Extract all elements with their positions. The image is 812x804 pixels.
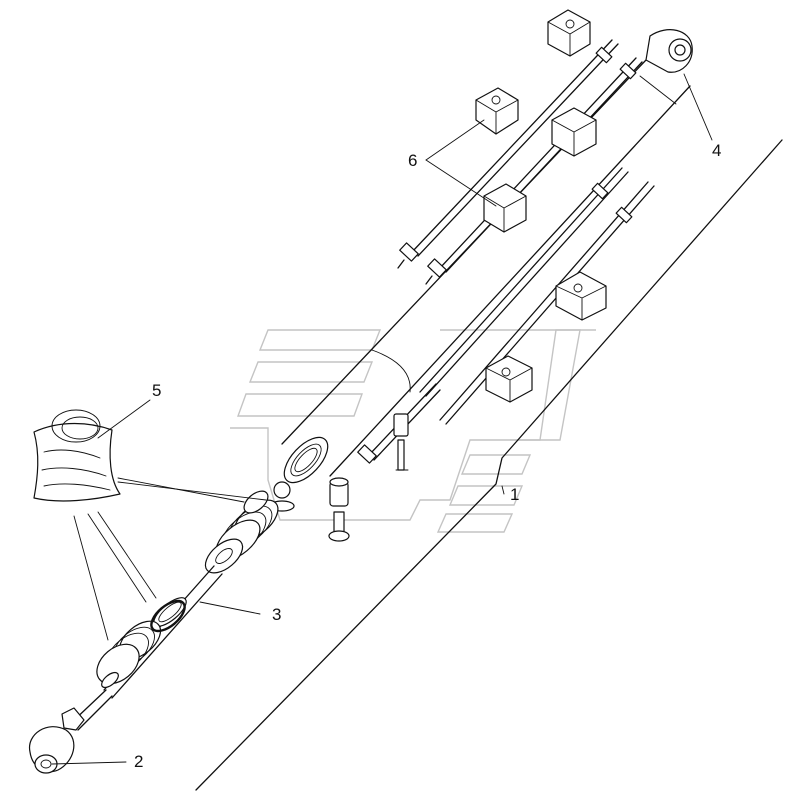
seal-kit-bag [33,409,121,502]
callout-label-4: 4 [712,141,721,160]
pipe-fittings [269,413,409,542]
assembly-frame-line [195,139,783,791]
rod-end-eye [28,689,113,774]
callout-label-2: 2 [134,752,143,771]
callout-label-3: 3 [272,605,281,624]
callout-label-5: 5 [152,381,161,400]
gland-assembly [96,620,162,689]
barrel-end-eye [645,29,693,73]
leader-lines [51,73,713,765]
pipe-clamp-blocks [475,9,607,403]
callout-label-1: 1 [510,485,519,504]
watermark-logo [230,329,596,533]
callout-label-6: 6 [408,151,417,170]
piston-assembly [204,499,279,574]
hydraulic-pipes [357,39,655,464]
seal-rings [150,490,269,633]
